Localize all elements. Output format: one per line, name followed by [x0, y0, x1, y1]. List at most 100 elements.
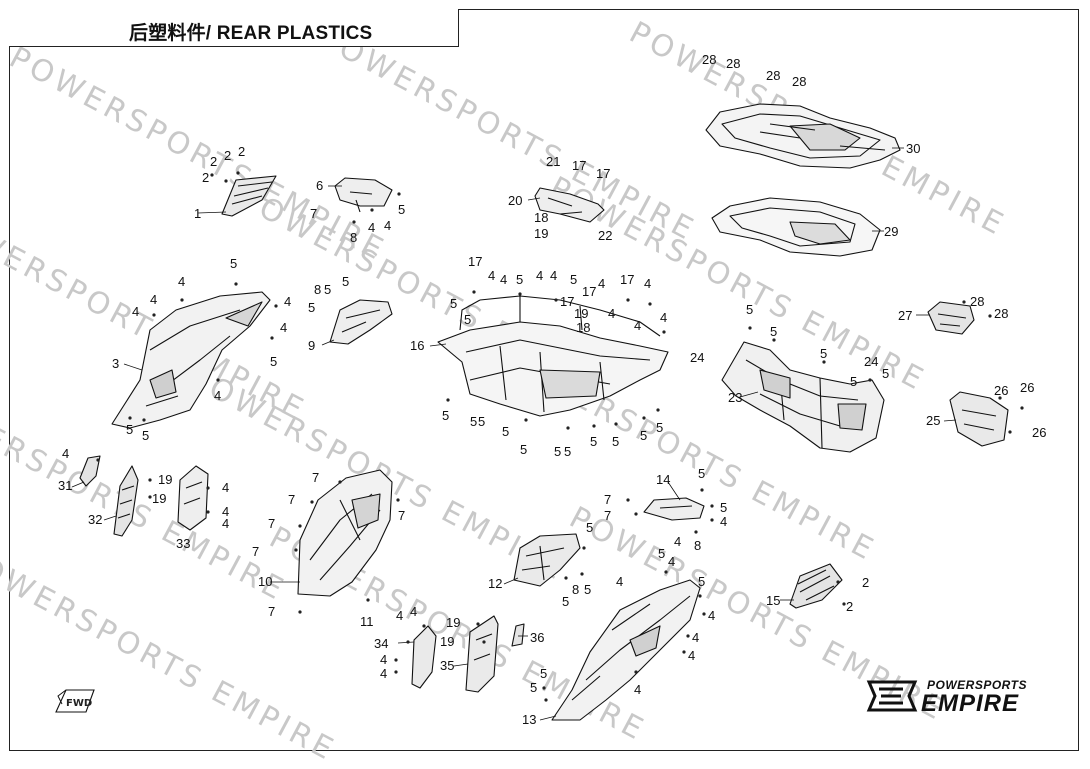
callout-7: 7	[604, 508, 611, 523]
callout-8: 8	[350, 230, 357, 245]
drawing-frame	[9, 9, 1079, 751]
callout-4: 4	[62, 446, 69, 461]
callout-4: 4	[384, 218, 391, 233]
callout-18: 18	[534, 210, 548, 225]
callout-5: 5	[586, 520, 593, 535]
callout-29: 29	[884, 224, 898, 239]
fwd-arrow-icon: FWD	[55, 689, 95, 713]
callout-28: 28	[702, 52, 716, 67]
part-side-panel-left	[297, 469, 393, 597]
callout-4: 4	[708, 608, 715, 623]
callout-5: 5	[698, 574, 705, 589]
callout-19: 19	[534, 226, 548, 241]
callout-numbers: 1 2 2 2 2 2 2 3 4 4 4 4 4 4 5 5 5 5 6 7 …	[58, 52, 1046, 727]
callout-5: 5	[478, 414, 485, 429]
callout-4: 4	[222, 516, 229, 531]
callout-5: 5	[746, 302, 753, 317]
callout-5: 5	[502, 424, 509, 439]
callout-17: 17	[560, 294, 574, 309]
callout-5: 5	[450, 296, 457, 311]
callout-2: 2	[846, 599, 853, 614]
callout-17: 17	[582, 284, 596, 299]
part-right-fender	[551, 579, 701, 721]
callout-4: 4	[634, 682, 641, 697]
callout-5: 5	[342, 274, 349, 289]
part-bracket-12	[513, 533, 581, 587]
callout-8: 8	[572, 582, 579, 597]
callout-4: 4	[132, 304, 139, 319]
callout-23: 23	[728, 390, 742, 405]
callout-33: 33	[176, 536, 190, 551]
callout-28: 28	[994, 306, 1008, 321]
callout-7: 7	[310, 206, 317, 221]
brand-logo: POWERSPORTS EMPIRE	[865, 676, 1060, 717]
callout-26: 26	[1032, 425, 1046, 440]
callout-21: 21	[546, 154, 560, 169]
part-cover-14	[643, 497, 705, 521]
callout-17: 17	[620, 272, 634, 287]
callout-24: 24	[864, 354, 878, 369]
part-bracket-20	[534, 187, 605, 223]
callout-7: 7	[398, 508, 405, 523]
callout-18: 18	[576, 320, 590, 335]
callout-19: 19	[440, 634, 454, 649]
part-small-grill-15	[789, 563, 843, 609]
callout-26: 26	[994, 383, 1008, 398]
callout-30: 30	[906, 141, 920, 156]
brand-line2: EMPIRE	[921, 690, 1020, 717]
callout-5: 5	[530, 680, 537, 695]
callout-5: 5	[720, 500, 727, 515]
part-bracket-6	[334, 177, 393, 213]
callout-5: 5	[584, 582, 591, 597]
leader-lines	[71, 147, 957, 721]
callout-5: 5	[820, 346, 827, 361]
callout-5: 5	[142, 428, 149, 443]
callout-7: 7	[604, 492, 611, 507]
part-clip-36	[511, 623, 525, 647]
callout-5: 5	[554, 444, 561, 459]
callout-5: 5	[442, 408, 449, 423]
fwd-label: FWD	[66, 698, 92, 709]
callout-19: 19	[574, 306, 588, 321]
callout-5: 5	[126, 422, 133, 437]
callout-2: 2	[238, 144, 245, 159]
callout-4: 4	[616, 574, 623, 589]
callout-4: 4	[410, 604, 417, 619]
callout-5: 5	[698, 466, 705, 481]
callout-4: 4	[284, 294, 291, 309]
callout-4: 4	[720, 514, 727, 529]
callout-1: 1	[194, 206, 201, 221]
callout-13: 13	[522, 712, 536, 727]
part-clip-27	[927, 301, 975, 335]
empire-shield-logo-icon	[866, 680, 918, 712]
callout-4: 4	[222, 480, 229, 495]
callout-28: 28	[726, 56, 740, 71]
callout-28: 28	[970, 294, 984, 309]
callout-4: 4	[674, 534, 681, 549]
callout-5: 5	[658, 546, 665, 561]
callout-5: 5	[570, 272, 577, 287]
callout-19: 19	[446, 615, 460, 630]
callout-10: 10	[258, 574, 272, 589]
callout-5: 5	[656, 420, 663, 435]
callout-36: 36	[530, 630, 544, 645]
callout-17: 17	[468, 254, 482, 269]
callout-5: 5	[230, 256, 237, 271]
callout-4: 4	[380, 652, 387, 667]
page-title: 后塑料件/ REAR PLASTICS	[129, 23, 373, 44]
callout-26: 26	[1020, 380, 1034, 395]
callout-35: 35	[440, 658, 454, 673]
callout-27: 27	[898, 308, 912, 323]
part-left-fender	[111, 291, 271, 429]
callout-4: 4	[634, 318, 641, 333]
callout-4: 4	[214, 388, 221, 403]
callout-5: 5	[882, 366, 889, 381]
callout-5: 5	[562, 594, 569, 609]
callout-5: 5	[540, 666, 547, 681]
callout-22: 22	[598, 228, 612, 243]
callout-2: 2	[224, 148, 231, 163]
callout-28: 28	[766, 68, 780, 83]
callout-4: 4	[598, 276, 605, 291]
callout-12: 12	[488, 576, 502, 591]
